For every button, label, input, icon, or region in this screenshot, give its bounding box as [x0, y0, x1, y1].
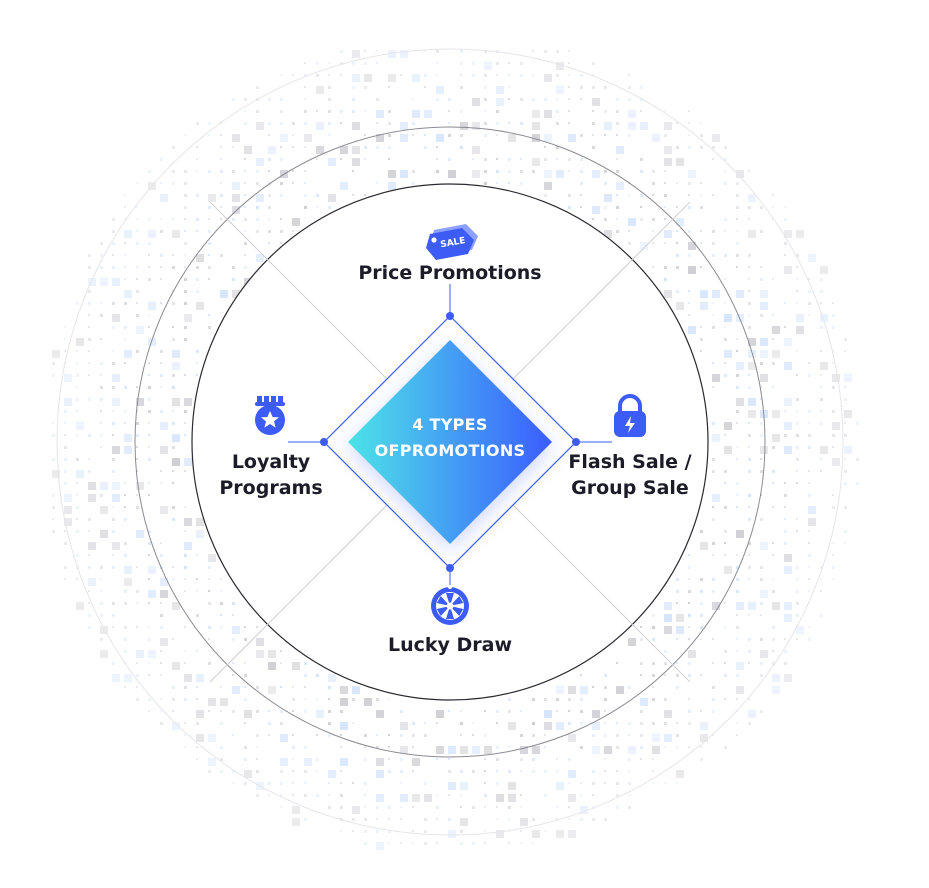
sale-tag-text: SALE: [440, 236, 467, 250]
center-title-line2: OFPROMOTIONS: [374, 441, 526, 460]
diamond-core: [348, 340, 552, 544]
lock-bolt-icon: [614, 394, 646, 437]
label-flash-sale-line2: Group Sale: [571, 477, 689, 499]
center-title: 4 TYPES OFPROMOTIONS: [350, 412, 550, 464]
label-flash-sale-line1: Flash Sale /: [568, 451, 692, 473]
sale-tag-icon: SALE: [426, 224, 478, 260]
label-loyalty-line1: Loyalty: [231, 451, 311, 473]
wheel-icon: [431, 585, 469, 625]
label-flash-sale: Flash Sale / Group Sale: [555, 449, 705, 501]
middle-ring: [134, 126, 766, 758]
vertex-dots: [320, 312, 580, 572]
medal-icon: [255, 396, 285, 435]
outer-ring: [56, 48, 844, 836]
label-loyalty-programs: Loyalty Programs: [196, 449, 346, 501]
label-loyalty-line2: Programs: [219, 477, 323, 499]
label-price-promotions: Price Promotions: [358, 262, 542, 284]
label-lucky-draw: Lucky Draw: [387, 634, 513, 656]
center-title-line1: 4 TYPES: [412, 415, 488, 434]
